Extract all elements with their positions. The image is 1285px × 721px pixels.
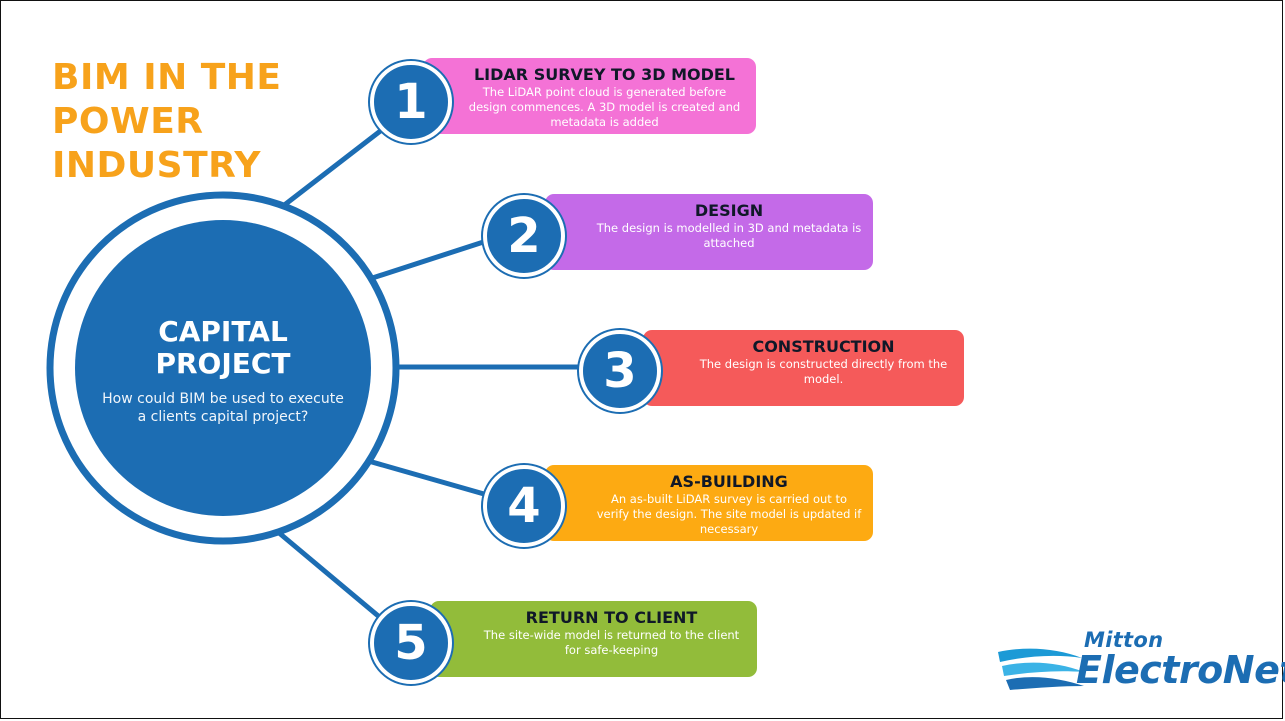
step-description: An as-built LiDAR survey is carried out … <box>596 492 862 536</box>
connector-line-4 <box>355 455 508 503</box>
step-title: CONSTRUCTION <box>752 337 895 356</box>
wave-logo-icon <box>998 648 1084 690</box>
company-logo: Mitton ElectroNet <box>992 628 1285 708</box>
step-number-badge-1: 1 <box>370 61 452 143</box>
step-card-2: DESIGN The design is modelled in 3D and … <box>545 194 873 270</box>
step-number-badge-2: 2 <box>483 195 565 277</box>
step-description: The site-wide model is returned to the c… <box>483 628 740 657</box>
slide-title: BIM IN THE POWER INDUSTRY <box>52 56 312 188</box>
step-number-badge-4: 4 <box>483 465 565 547</box>
step-card-1: LIDAR SURVEY TO 3D MODEL The LiDAR point… <box>423 58 756 134</box>
hub-text: CAPITAL PROJECT How could BIM be used to… <box>100 316 346 426</box>
connector-line-5 <box>269 524 398 633</box>
step-title: RETURN TO CLIENT <box>525 608 698 627</box>
logo-text-line1: Mitton <box>1084 628 1164 652</box>
step-title: LIDAR SURVEY TO 3D MODEL <box>473 65 735 84</box>
hub-title-line: CAPITAL <box>158 315 288 348</box>
step-title: DESIGN <box>694 201 764 220</box>
step-number-badge-3: 3 <box>579 330 661 412</box>
title-line: BIM IN THE <box>52 57 282 98</box>
step-card-4: AS-BUILDING An as-built LiDAR survey is … <box>545 465 873 541</box>
step-title: AS-BUILDING <box>670 472 788 491</box>
hub-subtitle: How could BIM be used to execute a clien… <box>102 391 344 425</box>
step-number-badge-5: 5 <box>370 602 452 684</box>
connector-line-2 <box>357 232 508 285</box>
hub-title-line: PROJECT <box>155 347 291 380</box>
step-card-3: CONSTRUCTION The design is constructed d… <box>643 330 964 406</box>
title-line: INDUSTRY <box>52 145 261 186</box>
hub-inner-circle <box>75 220 371 516</box>
step-card-5: RETURN TO CLIENT The site-wide model is … <box>430 601 757 677</box>
step-description: The design is modelled in 3D and metadat… <box>596 221 862 250</box>
step-description: The design is constructed directly from … <box>699 357 948 386</box>
title-line: POWER <box>52 101 204 142</box>
logo-text-line2: ElectroNet <box>1076 648 1285 692</box>
step-description: The LiDAR point cloud is generated befor… <box>468 85 741 129</box>
